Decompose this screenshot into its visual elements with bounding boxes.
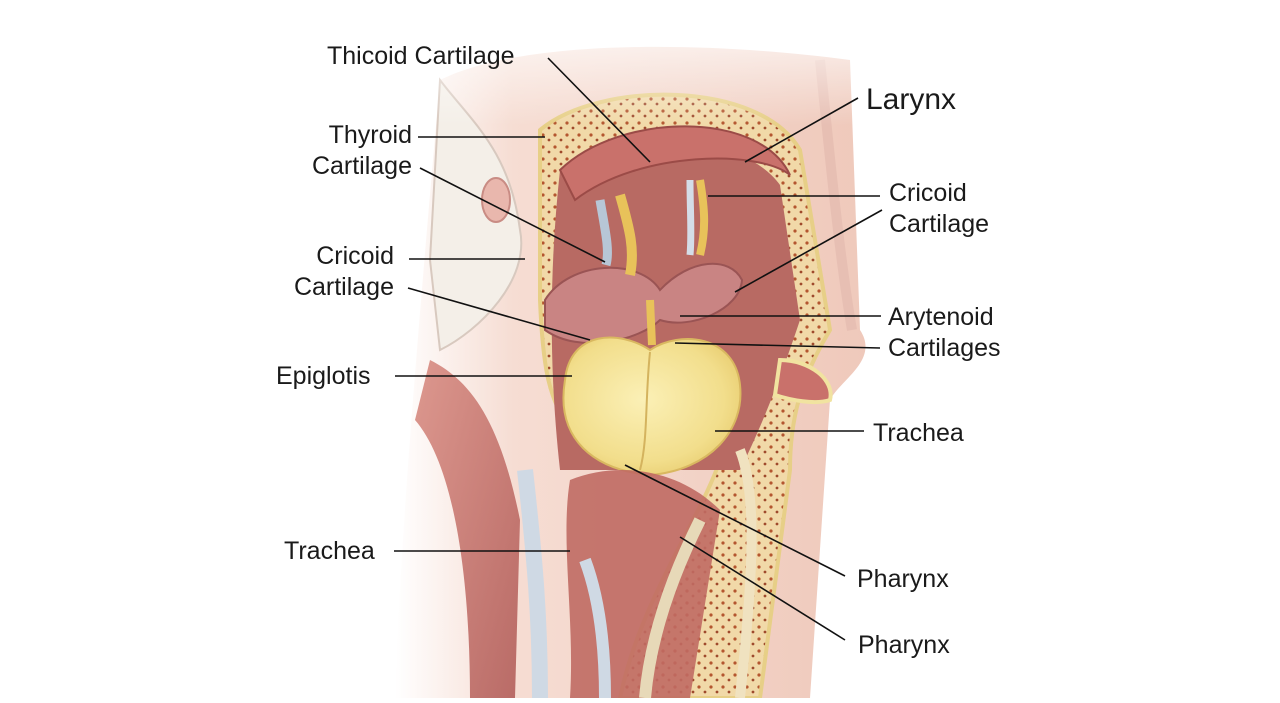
leader-arytenoid-2 — [674, 342, 881, 349]
label-trachea-left: Trachea — [284, 537, 375, 565]
leader-thyroid-2 — [419, 167, 606, 263]
leader-lines — [394, 57, 883, 641]
label-larynx: Larynx — [866, 83, 957, 116]
label-epiglottis: Epiglotis — [276, 362, 371, 390]
label-pharynx-lower: Pharynx — [858, 631, 950, 659]
leader-thicoid — [547, 57, 651, 163]
label-thyroid-cartilage: Thyroid Cartilage — [311, 121, 412, 180]
label-thicoid-cartilage: Thicoid Cartilage — [327, 42, 515, 70]
leader-pharynx-lower — [679, 536, 846, 641]
label-arytenoid-cartilages: Arytenoid Cartilages — [888, 303, 1001, 362]
leader-cricoid-right-2 — [734, 209, 883, 293]
label-trachea-right: Trachea — [873, 419, 964, 447]
leader-cricoid-left-2 — [407, 287, 591, 341]
label-cricoid-cartilage-right: Cricoid Cartilage — [889, 179, 990, 238]
label-cricoid-cartilage-left: Cricoid Cartilage — [293, 242, 394, 301]
label-pharynx-upper: Pharynx — [857, 565, 949, 593]
leader-pharynx-upper — [624, 464, 846, 577]
top-fade — [380, 0, 900, 698]
leader-larynx — [744, 97, 859, 163]
